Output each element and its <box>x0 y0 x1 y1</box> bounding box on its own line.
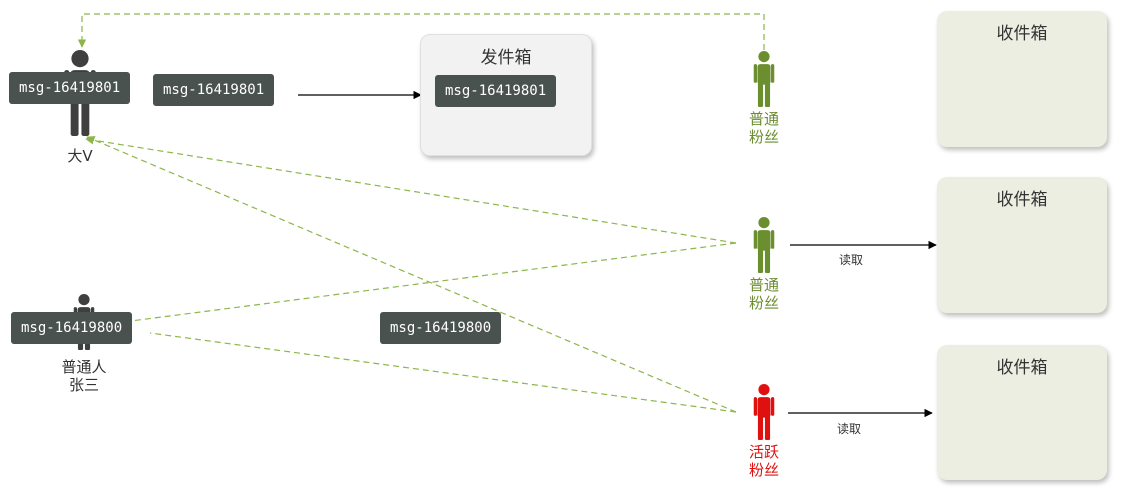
fan-label-2: 普通 粉丝 <box>734 276 794 312</box>
normal-user-label-line1: 普通人 <box>61 358 107 376</box>
normal-user-label-line2: 张三 <box>68 376 99 394</box>
big-v-body-message: msg-16419801 <box>9 72 131 104</box>
normal-user-label: 普通人 张三 <box>44 358 124 394</box>
inbox-panel-3: 收件箱 <box>937 345 1107 480</box>
inbox-title-3: 收件箱 <box>996 358 1048 378</box>
fan-label-1-line2: 粉丝 <box>748 128 779 146</box>
fan-label-2-line1: 普通 <box>748 276 779 294</box>
normal-user-message: msg-16419800 <box>11 312 133 344</box>
fan-label-1: 普通 粉丝 <box>734 110 794 146</box>
fan-label-3-line2: 粉丝 <box>748 461 779 479</box>
pull-line-fan3-normal <box>149 332 737 413</box>
fan-1-person-icon <box>753 51 775 107</box>
fan-label-2-line2: 粉丝 <box>748 294 779 312</box>
fan-2-person-icon <box>753 217 775 273</box>
outbox-message: msg-16419801 <box>435 75 557 107</box>
floating-message: msg-16419800 <box>380 312 502 344</box>
fan-label-3-line1: 活跃 <box>748 443 779 461</box>
fan-label-1-line1: 普通 <box>748 110 779 128</box>
outbox-title: 发件箱 <box>480 48 532 68</box>
fan-label-3: 活跃 粉丝 <box>734 443 794 479</box>
big-v-sent-message: msg-16419801 <box>153 74 275 106</box>
big-v-label: 大V <box>67 147 93 165</box>
pull-line-fan3-bigv <box>86 136 737 413</box>
fan-3-person-icon <box>753 384 775 440</box>
pull-line-fan2-bigv <box>85 136 737 244</box>
read-label-2: 读取 <box>837 422 862 436</box>
inbox-panel-1: 收件箱 <box>937 11 1107 147</box>
inbox-panel-2: 收件箱 <box>937 177 1107 313</box>
read-label-1: 读取 <box>839 253 864 267</box>
inbox-title-1: 收件箱 <box>996 24 1048 44</box>
outbox-panel: 发件箱 msg-16419801 <box>420 34 592 156</box>
inbox-title-2: 收件箱 <box>996 190 1048 210</box>
